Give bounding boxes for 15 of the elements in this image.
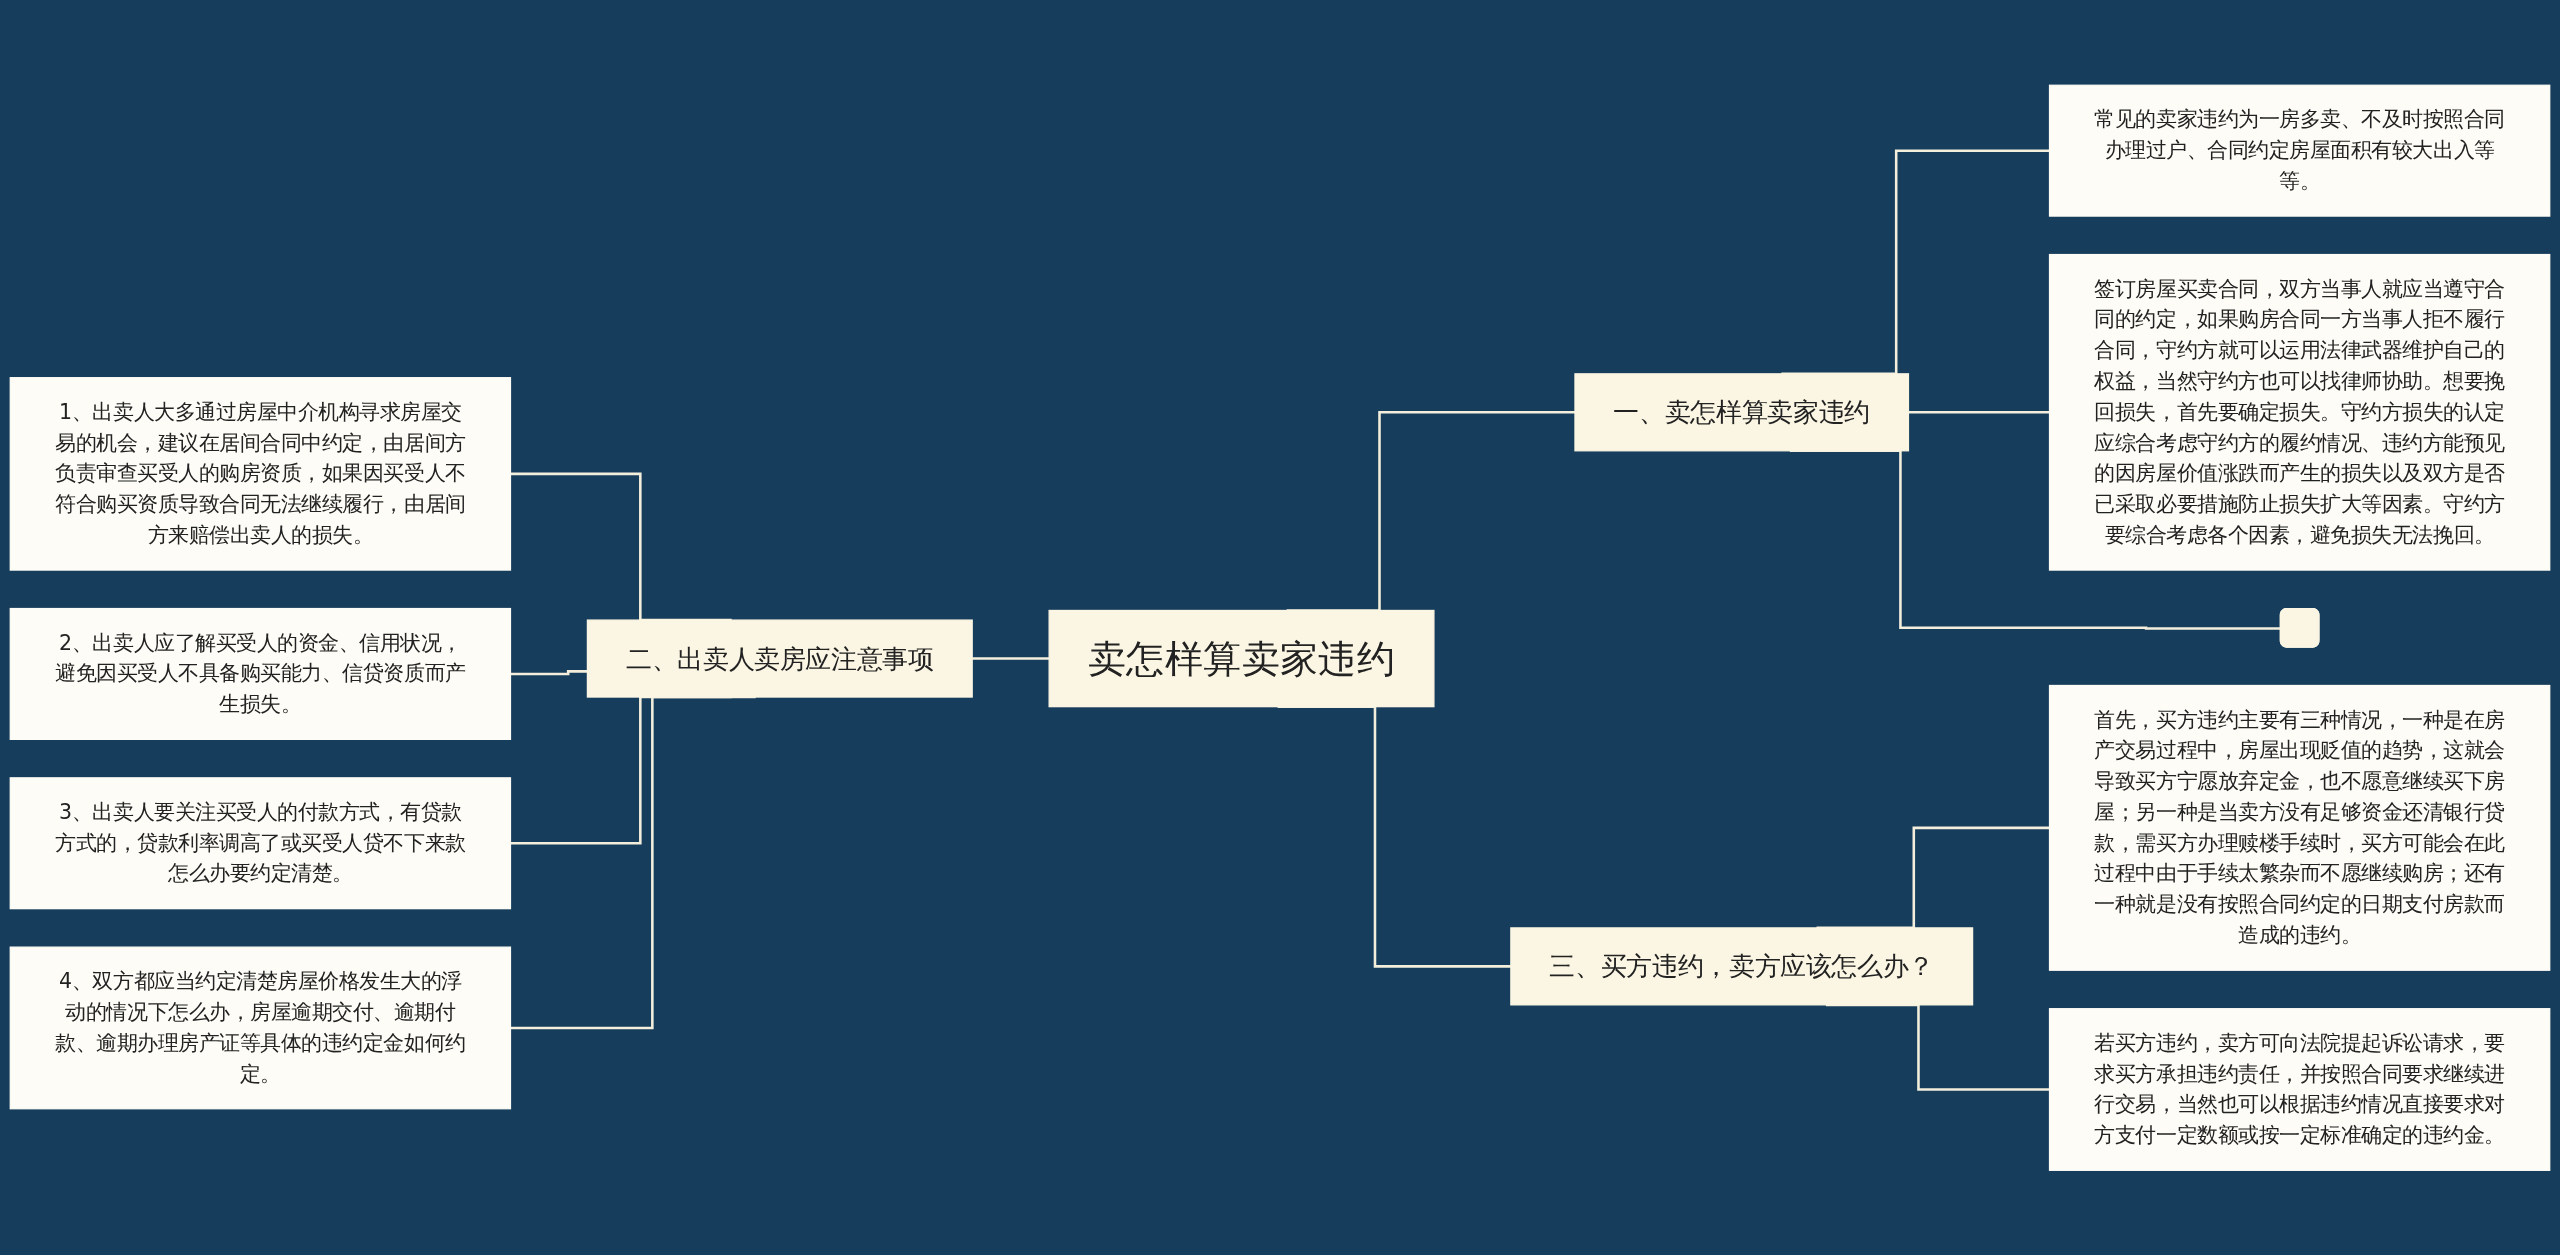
node-box: 2、出卖人应了解买受人的资金、信用状况，避免因买受人不具备购买能力、信贷资质而产生损失。 [9,607,512,740]
connector [1908,410,2050,414]
node-box: 二、出卖人卖房应注意事项 [586,619,973,698]
node-box: 若买方违约，卖方可向法院提起诉讼请求，要求买方承担违约责任，并按照合同要求继续进行交易，当然也可以根据违约情况直接要求对方支付一定数额或按一定标准确定的违约金。 [2048,1007,2551,1171]
node-box: 3、出卖人要关注买受人的付款方式，有贷款方式的，贷款利率调高了或买受人贷不下来款怎么办要约定清楚。 [9,776,512,909]
connector [972,657,1050,660]
node-box: 三、买方违约，卖方应该怎么办？ [1510,927,1974,1006]
node-box: 卖怎样算卖家违约 [1048,609,1435,707]
node-box: 首先，买方违约主要有三种情况，一种是在房产交易过程中，房屋出现贬值的趋势，这就会导致买方宁愿放弃定金，也不愿意继续买下房屋；另一种是当卖方没有足够资金还清银行贷款，需买方办理赎楼手续时，买方可能会在此过程中由于手续太繁杂而不愿继续购房；还有一种就是没有按照合同约定的日期支付房款而造成的违约。 [2048,684,2551,971]
connector [510,669,588,675]
node-box: 常见的卖家违约为一房多卖、不及时按照合同办理过户、合同约定房屋面积有较大出入等等。 [2048,84,2551,217]
node-box: 1、出卖人大多通过房屋中介机构寻求房屋交易的机会，建议在居间合同中约定，由居间方负责审查买受人的购房资质，如果因买受人不符合购买资质导致合同无法继续履行，由居间方来赔偿出卖人的损失。 [9,376,512,571]
node-box: 签订房屋买卖合同，双方当事人就应当遵守合同的约定，如果购房合同一方当事人拒不履行合同，守约方就可以运用法律武器维护自己的权益，当然守约方也可以找律师协助。想要挽回损失，首先要确定损失。守约方损失的认定应综合考虑守约方的履约情况、违约方能预见的因房屋价值涨跌而产生的损失以及双方是否已采取必要措施防止损失扩大等因素。守约方要综合考虑各个因素，避免损失无法挽回。 [2048,253,2551,571]
node-box: 4、双方都应当约定清楚房屋价格发生大的浮动的情况下怎么办，房屋逾期交付、逾期付款、逾期办理房产证等具体的违约定金如何约定。 [9,946,512,1110]
node-box: 一、卖怎样算卖家违约 [1574,372,1910,452]
